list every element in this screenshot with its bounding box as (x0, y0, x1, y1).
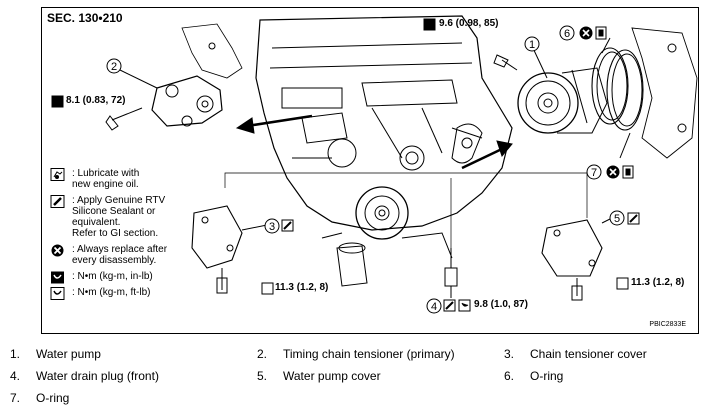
part-name: Chain tensioner cover (530, 347, 647, 361)
callout-2: 2 (106, 58, 122, 74)
oil-can-icon (50, 168, 65, 181)
torque-bottom-middle: 9.8 (1.0, 87) (474, 299, 528, 310)
svg-text:2: 2 (111, 61, 117, 73)
diagram-figure: 1 2 3 4 5 6 7 (41, 7, 699, 334)
callout-symbols (51, 18, 640, 312)
svg-text:3: 3 (269, 221, 275, 233)
torque-bottom-left: 11.3 (1.2, 8) (275, 282, 329, 293)
legend-text-sealant: : Apply Genuine RTV Silicone Sealant or … (72, 195, 166, 239)
torque-left: 8.1 (0.83, 72) (66, 95, 126, 106)
torque-wrench-inlb-icon (51, 95, 64, 108)
part-number: 3. (504, 347, 515, 361)
part-number: 6. (504, 369, 515, 383)
legend-item-lubricate: : Lubricate with new engine oil. (50, 168, 250, 190)
callout-4: 4 (426, 298, 442, 314)
engine-block (255, 15, 513, 231)
water-pump (517, 67, 608, 134)
arrow-left (246, 114, 313, 128)
section-label: SEC. 130•210 (47, 11, 123, 25)
diagram-illustration: 1 2 3 4 5 6 7 (51, 15, 698, 314)
callout-1: 1 (524, 36, 540, 52)
part-number: 7. (10, 391, 21, 405)
legend-text-replace: : Always replace after every disassembly… (72, 244, 168, 266)
o-ring-6 (591, 47, 629, 125)
bolt-bottom-left (216, 277, 228, 294)
part-number: 5. (257, 369, 268, 383)
oil-filter (336, 245, 368, 287)
bolt-top (501, 59, 518, 71)
torque-bottom-right: 11.3 (1.2, 8) (631, 277, 685, 288)
background-bracket-left (181, 23, 243, 79)
sealant-tube-icon (50, 195, 65, 208)
part-name: Water drain plug (front) (36, 369, 159, 383)
svg-text:4: 4 (431, 301, 437, 313)
svg-text:6: 6 (564, 28, 570, 40)
callout-6: 6 (559, 25, 575, 41)
figure-code: PBIC2833E (649, 321, 686, 328)
bolt-bottom-right (571, 285, 583, 301)
callout-7: 7 (586, 164, 602, 180)
torque-wrench-ftlb-icon (616, 277, 629, 290)
bolt-left (111, 107, 143, 121)
torque-top: 9.6 (0.98, 85) (439, 18, 499, 29)
legend-text-torque-ftlb: : N•m (kg-m, ft-lb) (72, 287, 151, 298)
part-name: O-ring (36, 391, 70, 405)
water-drain-plug (444, 267, 458, 287)
svg-text:1: 1 (529, 39, 535, 51)
part-name: O-ring (530, 369, 564, 383)
o-ring-7 (606, 49, 644, 131)
legend-text-torque-inlb: : N•m (kg-m, in-lb) (72, 271, 153, 282)
torque-wrench-inlb-icon (51, 271, 64, 284)
replace-x-icon (51, 244, 64, 257)
part-name: Timing chain tensioner (primary) (283, 347, 455, 361)
callout-5: 5 (609, 210, 625, 226)
part-number: 1. (10, 347, 21, 361)
torque-wrench-ftlb-icon (50, 287, 65, 300)
legend-item-sealant: : Apply Genuine RTV Silicone Sealant or … (50, 195, 250, 239)
legend-item-torque-inlb: : N•m (kg-m, in-lb) (50, 271, 250, 284)
torque-wrench-inlb-icon (423, 18, 436, 31)
callout-3: 3 (264, 218, 280, 234)
part-number: 2. (257, 347, 268, 361)
legend-text-lubricate: : Lubricate with new engine oil. (72, 168, 140, 190)
chain-tensioner-cover (191, 205, 243, 269)
legend-item-replace: : Always replace after every disassembly… (50, 244, 250, 266)
part-number: 4. (10, 369, 21, 383)
symbol-legend: : Lubricate with new engine oil. : Apply… (50, 168, 250, 303)
svg-text:7: 7 (591, 167, 597, 179)
water-pump-cover (541, 219, 603, 277)
torque-wrench-ftlb-icon (261, 282, 274, 295)
svg-text:5: 5 (614, 213, 620, 225)
legend-item-torque-ftlb: : N•m (kg-m, ft-lb) (50, 287, 250, 300)
housing-right (631, 27, 698, 159)
arrow-right (461, 146, 505, 170)
part-name: Water pump (36, 347, 101, 361)
crank-pulley (355, 186, 409, 240)
timing-chain-tensioner (151, 75, 223, 127)
part-name: Water pump cover (283, 369, 381, 383)
